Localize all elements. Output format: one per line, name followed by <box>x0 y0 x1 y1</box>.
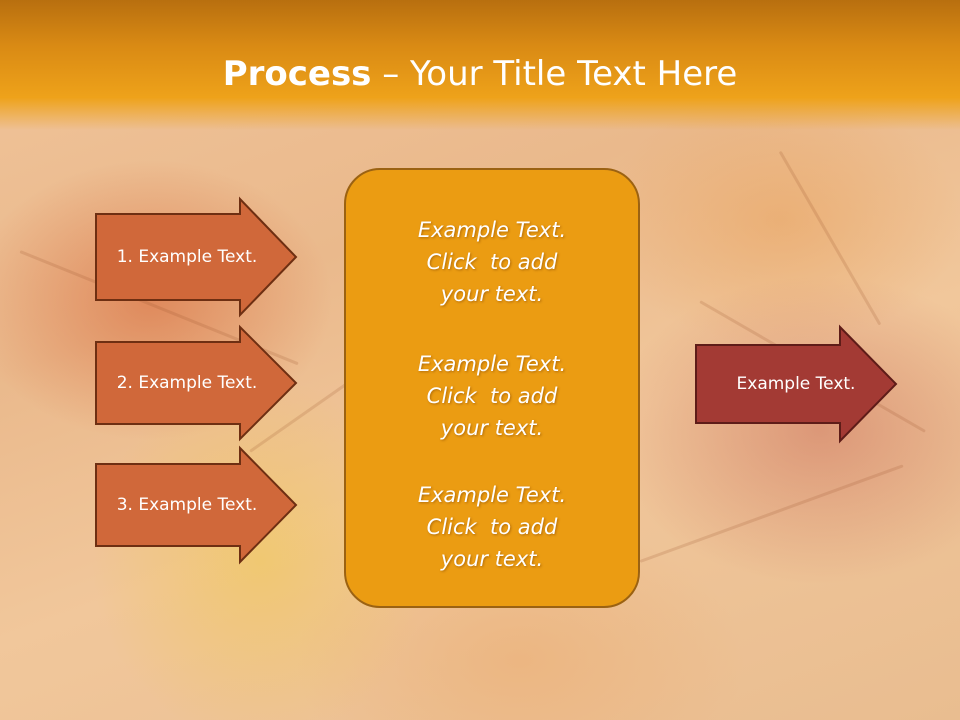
step-label: 3. Example Text. <box>116 495 258 515</box>
text-block-1: Example Text. Click to add your text. <box>346 214 638 310</box>
step-arrow-2[interactable]: 2. Example Text. <box>95 324 298 442</box>
block-line: your text. <box>440 282 544 306</box>
block-line: Example Text. <box>417 483 567 507</box>
leaf-vein <box>639 464 904 563</box>
text-block-2: Example Text. Click to add your text. <box>346 348 638 444</box>
block-line: Example Text. <box>417 352 567 376</box>
block-line: Click to add <box>426 250 558 274</box>
title-bar <box>0 0 960 130</box>
title-bold: Process <box>222 54 372 94</box>
leaf-vein <box>778 150 882 326</box>
title-rest: – Your Title Text Here <box>371 54 738 94</box>
slide-title[interactable]: Process – Your Title Text Here <box>0 52 960 96</box>
step-arrow-1[interactable]: 1. Example Text. <box>95 196 298 318</box>
step-arrow-3[interactable]: 3. Example Text. <box>95 445 298 565</box>
step-label: 1. Example Text. <box>116 247 258 267</box>
block-line: Click to add <box>426 515 558 539</box>
arrow-shape <box>95 324 298 442</box>
block-line: Click to add <box>426 384 558 408</box>
center-text-box[interactable]: Example Text. Click to add your text. Ex… <box>344 168 640 608</box>
result-arrow[interactable]: Example Text. <box>695 324 898 444</box>
block-line: Example Text. <box>417 218 567 242</box>
block-line: your text. <box>440 547 544 571</box>
step-label: 2. Example Text. <box>116 373 258 393</box>
text-block-3: Example Text. Click to add your text. <box>346 479 638 575</box>
arrow-shape <box>95 196 298 318</box>
arrow-shape <box>95 445 298 565</box>
block-line: your text. <box>440 416 544 440</box>
arrow-shape <box>695 324 898 444</box>
result-label: Example Text. <box>736 374 856 394</box>
